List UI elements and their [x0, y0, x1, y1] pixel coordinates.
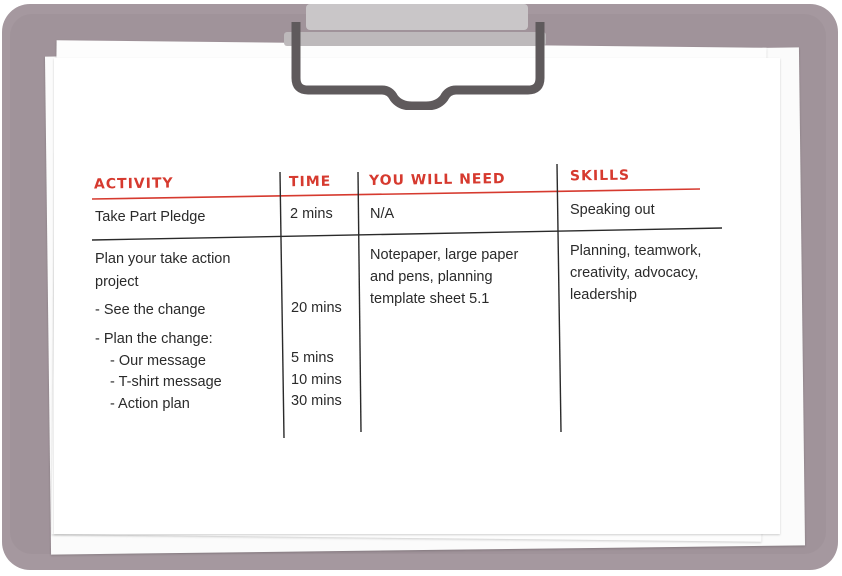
cell-activity-2-line: Plan your take action — [95, 251, 231, 267]
cell-need-1: N/A — [370, 206, 395, 222]
cell-time-2-line: 10 mins — [291, 372, 342, 388]
cell-skills-2-line: Planning, teamwork, — [570, 243, 702, 259]
cell-activity-2-line: - Our message — [110, 353, 206, 369]
paper-sheet-front — [54, 58, 780, 534]
cell-activity-1: Take Part Pledge — [95, 209, 206, 225]
cell-activity-2-line: project — [95, 274, 139, 290]
cell-activity-2-line: - T-shirt message — [110, 374, 222, 390]
cell-time-2-line: 20 mins — [291, 300, 342, 316]
header-you-will-need: YOU WILL NEED — [368, 171, 506, 189]
cell-skills-1: Speaking out — [570, 202, 655, 218]
cell-time-1: 2 mins — [290, 206, 333, 222]
cell-need-2-line: Notepaper, large paper — [370, 247, 519, 263]
cell-time-2-line: 5 mins — [291, 350, 334, 366]
header-activity: ACTIVITY — [93, 175, 174, 193]
cell-activity-2-line: - Action plan — [110, 396, 190, 412]
cell-activity-2-line: - Plan the change: — [95, 331, 213, 347]
cell-skills-2-line: creativity, advocacy, — [570, 265, 699, 281]
header-time: TIME — [288, 173, 332, 191]
header-skills: SKILLS — [569, 167, 631, 185]
cell-skills-2-line: leadership — [570, 287, 637, 303]
cell-need-2-line: template sheet 5.1 — [370, 291, 490, 307]
cell-need-2-line: and pens, planning — [370, 269, 493, 285]
cell-activity-2-line: - See the change — [95, 302, 206, 318]
cell-time-2-line: 30 mins — [291, 393, 342, 409]
